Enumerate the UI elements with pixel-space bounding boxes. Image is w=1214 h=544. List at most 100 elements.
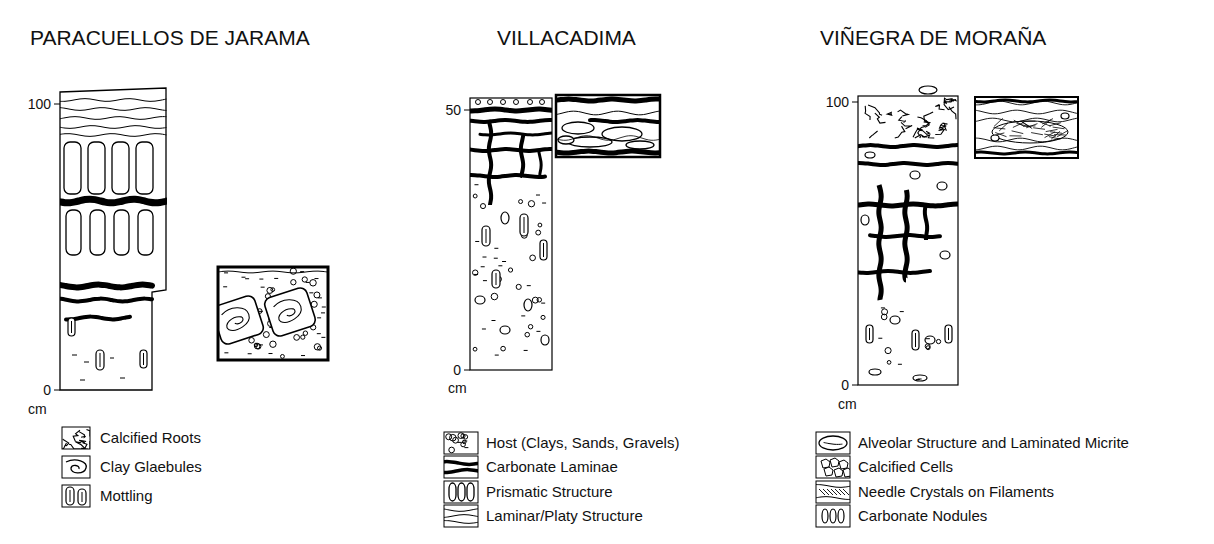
clay-mark	[536, 195, 540, 196]
calcified-root	[79, 432, 86, 438]
mottle	[945, 325, 952, 343]
gravel	[538, 223, 542, 227]
calcified-root	[898, 110, 909, 116]
calcified-root	[901, 122, 912, 128]
nodule	[524, 299, 532, 311]
gravel	[314, 344, 320, 350]
calcified-root	[944, 98, 953, 103]
clay-mark	[242, 277, 246, 278]
legend-label: Host (Clays, Sands, Gravels)	[486, 434, 679, 451]
gravel	[925, 344, 930, 349]
nodule	[1061, 113, 1069, 119]
gravel	[270, 341, 276, 347]
calcified-root	[899, 117, 905, 123]
platy-line	[975, 146, 1078, 150]
calcified-root	[949, 107, 956, 119]
clay-mark	[321, 337, 325, 338]
clay-mark	[224, 352, 228, 353]
clay-mark	[498, 265, 502, 266]
mottle	[486, 229, 487, 243]
clay-mark	[245, 278, 249, 279]
needle-crystal	[1012, 131, 1024, 134]
clay-mark	[491, 320, 495, 321]
legend-swatch	[62, 427, 90, 449]
platy-line	[60, 134, 166, 137]
prism	[138, 210, 153, 255]
illustration-part	[858, 98, 958, 381]
prism	[90, 210, 105, 255]
mottle	[540, 240, 547, 260]
illustration-part	[819, 436, 847, 450]
nodule	[925, 336, 935, 344]
unit-label: cm	[28, 401, 47, 417]
clay-mark	[464, 447, 468, 448]
gravel	[291, 280, 296, 285]
clay-mark	[521, 315, 525, 316]
clay-mark	[898, 364, 902, 365]
clay-mark	[314, 278, 318, 279]
prism	[449, 483, 456, 501]
calcified-root	[924, 135, 935, 138]
site-title: VILLACADIMA	[497, 26, 636, 50]
unit-label: cm	[448, 380, 467, 396]
platy-line	[816, 497, 850, 500]
lamina	[858, 163, 958, 165]
gravel	[519, 200, 523, 204]
alveolar-pore	[626, 141, 654, 149]
calcified-root	[935, 128, 944, 135]
calcified-root	[868, 105, 882, 115]
clay-mark	[482, 328, 486, 329]
column-outline	[470, 98, 552, 370]
gravel	[887, 361, 891, 365]
mottle	[68, 318, 75, 336]
illustration-part	[470, 100, 552, 356]
clay-glaebule	[273, 296, 304, 325]
gravel	[926, 346, 930, 350]
swatch-frame	[816, 505, 850, 527]
mottle	[140, 350, 147, 368]
clay-mark	[474, 184, 478, 185]
clay-mark	[542, 203, 546, 204]
lamina	[975, 100, 1078, 102]
mottle	[866, 325, 873, 343]
lamina	[470, 120, 552, 122]
lamina	[556, 99, 660, 101]
prism	[88, 142, 105, 194]
nodule	[913, 375, 927, 381]
mottle	[948, 328, 949, 340]
lamina	[444, 470, 478, 473]
gravel	[528, 325, 532, 329]
clay-mark	[259, 311, 263, 312]
nodule	[937, 182, 947, 190]
clay-mark	[269, 353, 273, 354]
legend-label: Prismatic Structure	[486, 483, 613, 500]
gravel	[528, 100, 533, 105]
gravel	[525, 332, 530, 337]
nodule	[838, 509, 844, 523]
gravel	[449, 447, 455, 453]
lamina	[858, 271, 930, 273]
clay-mark	[248, 353, 252, 354]
gravel	[491, 293, 498, 300]
illustration-part	[822, 509, 844, 523]
clay-mark	[224, 272, 228, 273]
clay-mark	[524, 350, 528, 351]
axis-tick	[54, 390, 60, 391]
lamina	[556, 151, 660, 153]
illustration-part	[66, 487, 86, 505]
gravel	[536, 230, 541, 235]
gravel	[501, 100, 506, 105]
illustration-part	[446, 433, 469, 453]
carbonate-bar	[489, 120, 492, 205]
illustration-part	[218, 268, 328, 358]
clay-mark	[80, 380, 85, 381]
site-title: VIÑEGRA DE MORAÑA	[820, 26, 1046, 50]
lamina	[470, 175, 545, 177]
depth-label: 0	[841, 377, 849, 393]
clay-mark	[495, 355, 499, 356]
illustration-part	[975, 100, 1078, 154]
clay-glaebule	[218, 294, 265, 346]
nodule	[822, 509, 828, 523]
calcified-root	[935, 104, 944, 109]
